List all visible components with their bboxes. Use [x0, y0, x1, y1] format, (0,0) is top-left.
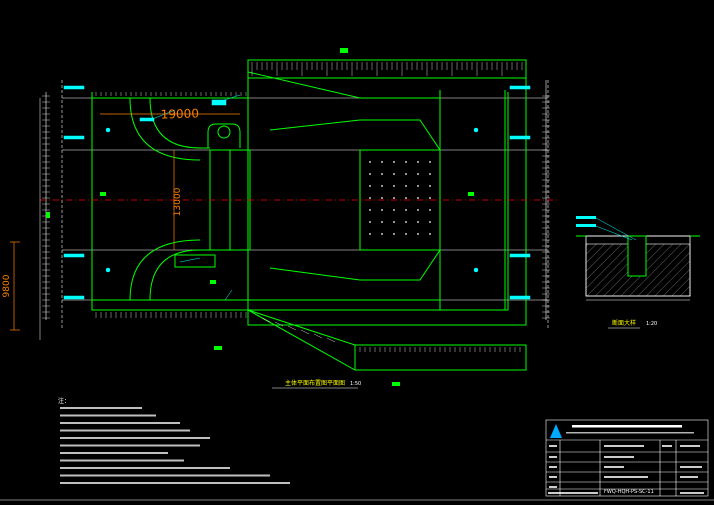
lower-ramp — [247, 309, 527, 371]
drawing-number: FWQ-HQH-PS-SC-11 — [604, 489, 654, 495]
detail-scale: 1:20 — [646, 321, 657, 327]
notes-block: 注： — [58, 397, 290, 484]
notes-heading: 注： — [58, 397, 70, 405]
bolt-grid — [369, 161, 431, 235]
title-block-text — [548, 425, 704, 494]
dimension-left-label: 9800 — [2, 274, 12, 297]
annotation-markers — [63, 85, 531, 300]
notes-text-lines — [60, 407, 290, 484]
dimension-top-label: 19000 — [161, 106, 200, 121]
plan-scale: 1:50 — [350, 381, 361, 387]
plan-outline — [91, 59, 527, 326]
ramp-hatch — [261, 317, 336, 343]
title-block — [545, 419, 709, 497]
dimension-lines — [10, 113, 240, 331]
grid-lines-vertical — [61, 80, 549, 330]
title-block-logo — [550, 424, 562, 438]
plan-view: 19000 13000 9800 主体平面布置图平面图 1:50 — [2, 48, 560, 389]
bottom-tick-marks — [95, 312, 521, 352]
top-tick-marks — [42, 62, 550, 319]
plan-title: 主体平面布置图平面图 — [285, 379, 345, 387]
green-tags — [46, 48, 474, 386]
section-detail: 断面大样 1:20 — [576, 216, 700, 329]
detail-title: 断面大样 — [612, 319, 636, 327]
leader-lines — [149, 94, 241, 301]
dimension-mid-label: 13000 — [173, 187, 183, 216]
